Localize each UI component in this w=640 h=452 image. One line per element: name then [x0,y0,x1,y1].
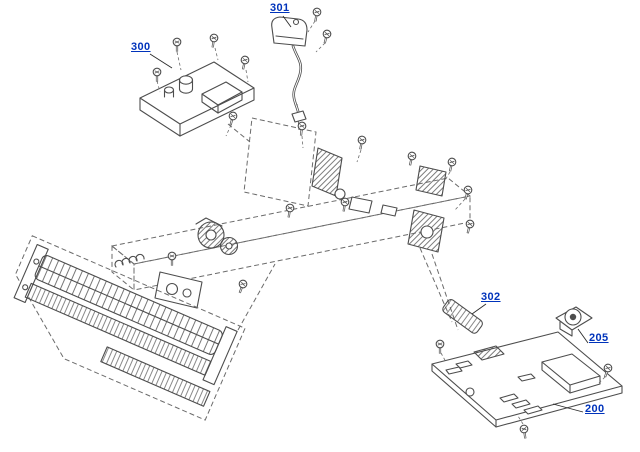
part-301-solenoid-cable [271,6,333,123]
screw-icon [338,196,351,214]
screw-icon [518,423,531,441]
callout-link-300[interactable]: 300 [131,41,151,53]
screw-icon [405,150,418,168]
screw-icon [435,339,445,355]
part-302-ribbon-cable [442,299,483,334]
callout-link-200[interactable]: 200 [585,403,605,415]
screw-icon [460,184,474,202]
callout-link-302[interactable]: 302 [481,291,501,303]
screw-icon [167,251,177,267]
screw-icon [310,6,323,24]
screw-icon [207,32,220,50]
callout-leader-lines [149,15,589,413]
screw-icon [172,37,182,53]
roller-platen-assembly [13,235,249,421]
screw-icon [462,218,476,236]
screw-icon [152,67,162,83]
part-300-bracket-assembly [139,32,255,137]
ic-chip [473,345,505,361]
chassis-components [114,120,476,309]
callout-link-301[interactable]: 301 [270,2,290,14]
callout-link-205[interactable]: 205 [589,332,609,344]
part-200-main-board [431,331,623,441]
screw-icon [355,134,368,152]
spring [114,253,145,268]
screw-icon [445,156,458,174]
part-205-sensor [555,306,593,337]
screw-icon [238,54,251,72]
screw-icon [319,28,333,46]
screw-icon [235,278,249,296]
